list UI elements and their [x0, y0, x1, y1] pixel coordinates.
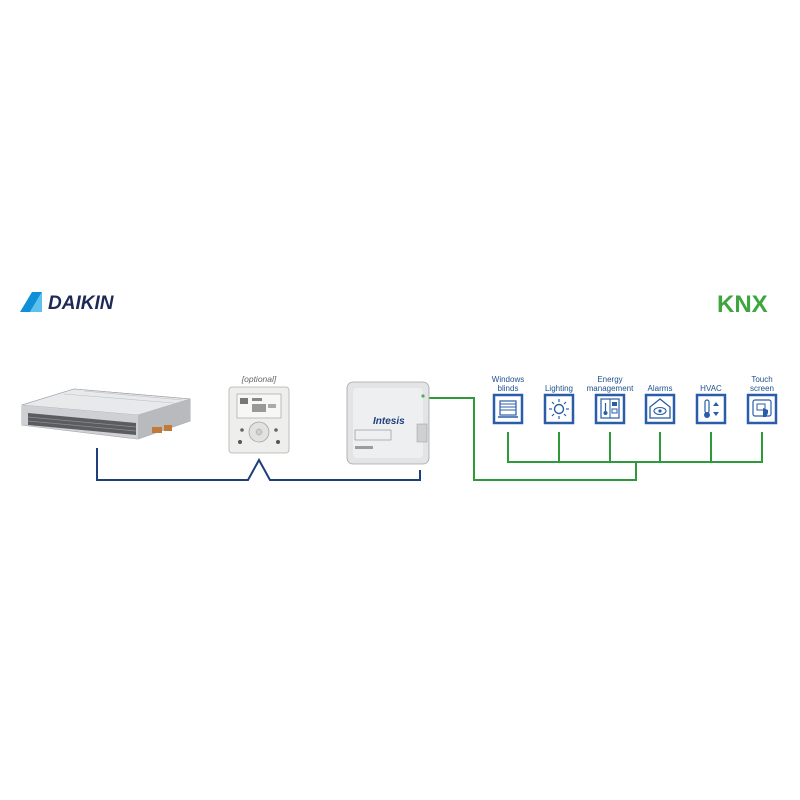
- ac-bus-wire: [96, 448, 421, 481]
- optional-label: [optional]: [241, 374, 277, 384]
- ducted-ac-unit: [14, 385, 196, 457]
- lighting-icon: [543, 393, 575, 425]
- knx-device-label-line2: HVAC: [700, 384, 722, 393]
- daikin-logo-text: DAIKIN: [48, 293, 115, 314]
- window-blinds-icon: [492, 393, 524, 425]
- touch-screen-icon: [746, 393, 778, 425]
- knx-bus-wire: [424, 397, 637, 481]
- knx-device-label-line2: Alarms: [647, 384, 673, 393]
- knx-logo: KNX: [716, 288, 780, 318]
- knx-device-label: HVAC: [681, 375, 741, 393]
- knx-device-label-line1: Energy: [597, 375, 623, 384]
- knx-device-label-line1: Touch: [751, 375, 773, 384]
- knx-device-label-line2: screen: [749, 384, 774, 393]
- alarm-icon: [644, 393, 676, 425]
- knx-device-label-line2: Lighting: [544, 384, 574, 393]
- remote-controller: [228, 386, 290, 454]
- knx-device-label-line2: blinds: [497, 384, 519, 393]
- intesis-brand: Intesis: [373, 416, 405, 427]
- knx-device-label: Alarms: [630, 375, 690, 393]
- knx-device-label: Lighting: [529, 375, 589, 393]
- knx-logo-text: KNX: [717, 291, 768, 318]
- knx-device-label-line1: Windows: [491, 375, 525, 384]
- intesis-gateway: Intesis: [345, 380, 433, 466]
- hvac-icon: [695, 393, 727, 425]
- knx-device-bus: [507, 432, 763, 463]
- energy-management-icon: [594, 393, 626, 425]
- daikin-logo: DAIKIN: [18, 286, 138, 316]
- knx-device-label-line2: management: [586, 384, 634, 393]
